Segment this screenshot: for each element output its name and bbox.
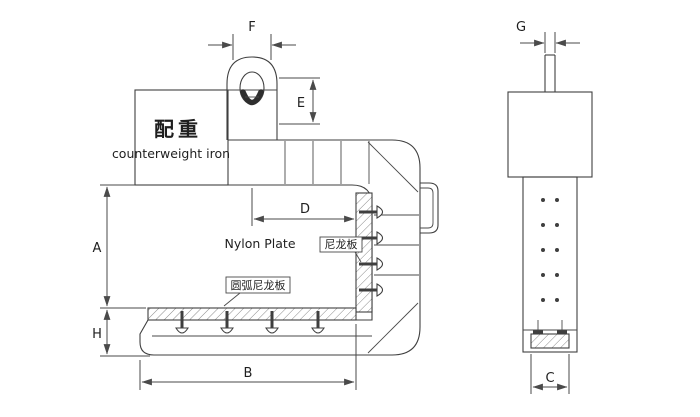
front-view: 配重 counterweight iron Nylon Plate 尼龙板 圆弧…	[92, 20, 439, 390]
counterweight-label-en: counterweight iron	[112, 146, 230, 161]
arc-nylon-plate-label-box	[225, 276, 291, 294]
lifting-lug	[226, 56, 278, 140]
side-base-pad	[530, 333, 570, 349]
dim-f-label: F	[248, 20, 255, 35]
side-base-screws	[533, 320, 567, 334]
nylon-plate-label-en: Nylon Plate	[224, 236, 295, 251]
dim-h-label: H	[92, 327, 102, 342]
nylon-plate-label-cn: 尼龙板	[325, 237, 358, 251]
dimensions-front: F E D A H B	[92, 20, 357, 390]
bolt	[359, 231, 384, 245]
nylon-plate-label-box	[319, 236, 363, 253]
side-counterweight-block	[507, 91, 593, 178]
side-body	[522, 176, 578, 353]
counterweight-label-cn: 配重	[154, 117, 202, 141]
dimensions-side: G C	[516, 20, 580, 394]
nylon-plate-leader-line	[354, 251, 362, 263]
nylon-plate-vertical-bolts	[359, 205, 384, 297]
frame-outline	[139, 139, 421, 356]
shackle-hook-icon	[240, 89, 264, 106]
lug-hole	[239, 71, 265, 105]
dim-a-label: A	[93, 241, 102, 256]
bolt	[175, 311, 189, 334]
dim-g-label: G	[516, 20, 526, 35]
handle	[420, 182, 439, 234]
nylon-plate-bottom	[147, 307, 357, 321]
side-view: G C	[507, 20, 593, 394]
bolt	[220, 311, 234, 334]
hole-dots	[541, 198, 559, 302]
frame-opening	[135, 184, 373, 321]
side-rod	[544, 54, 556, 92]
frame-ribs	[152, 141, 419, 354]
arc-nylon-plate-label: 圆弧尼龙板	[231, 278, 286, 292]
bolt	[359, 257, 384, 271]
bolt	[265, 311, 279, 334]
bolt	[359, 283, 384, 297]
bolt	[311, 311, 325, 334]
nylon-plate-bottom-bolts	[175, 311, 325, 334]
dim-c-label: C	[545, 371, 554, 386]
nylon-plate-vertical	[355, 192, 373, 313]
corner-gusset-top	[367, 141, 419, 193]
dim-b-label: B	[244, 366, 253, 381]
corner-gusset-bottom	[367, 302, 419, 354]
arc-nylon-plate-leader-line	[223, 292, 241, 307]
dim-e-label: E	[297, 96, 305, 111]
dim-d-label: D	[300, 202, 310, 217]
bolt	[359, 205, 384, 219]
